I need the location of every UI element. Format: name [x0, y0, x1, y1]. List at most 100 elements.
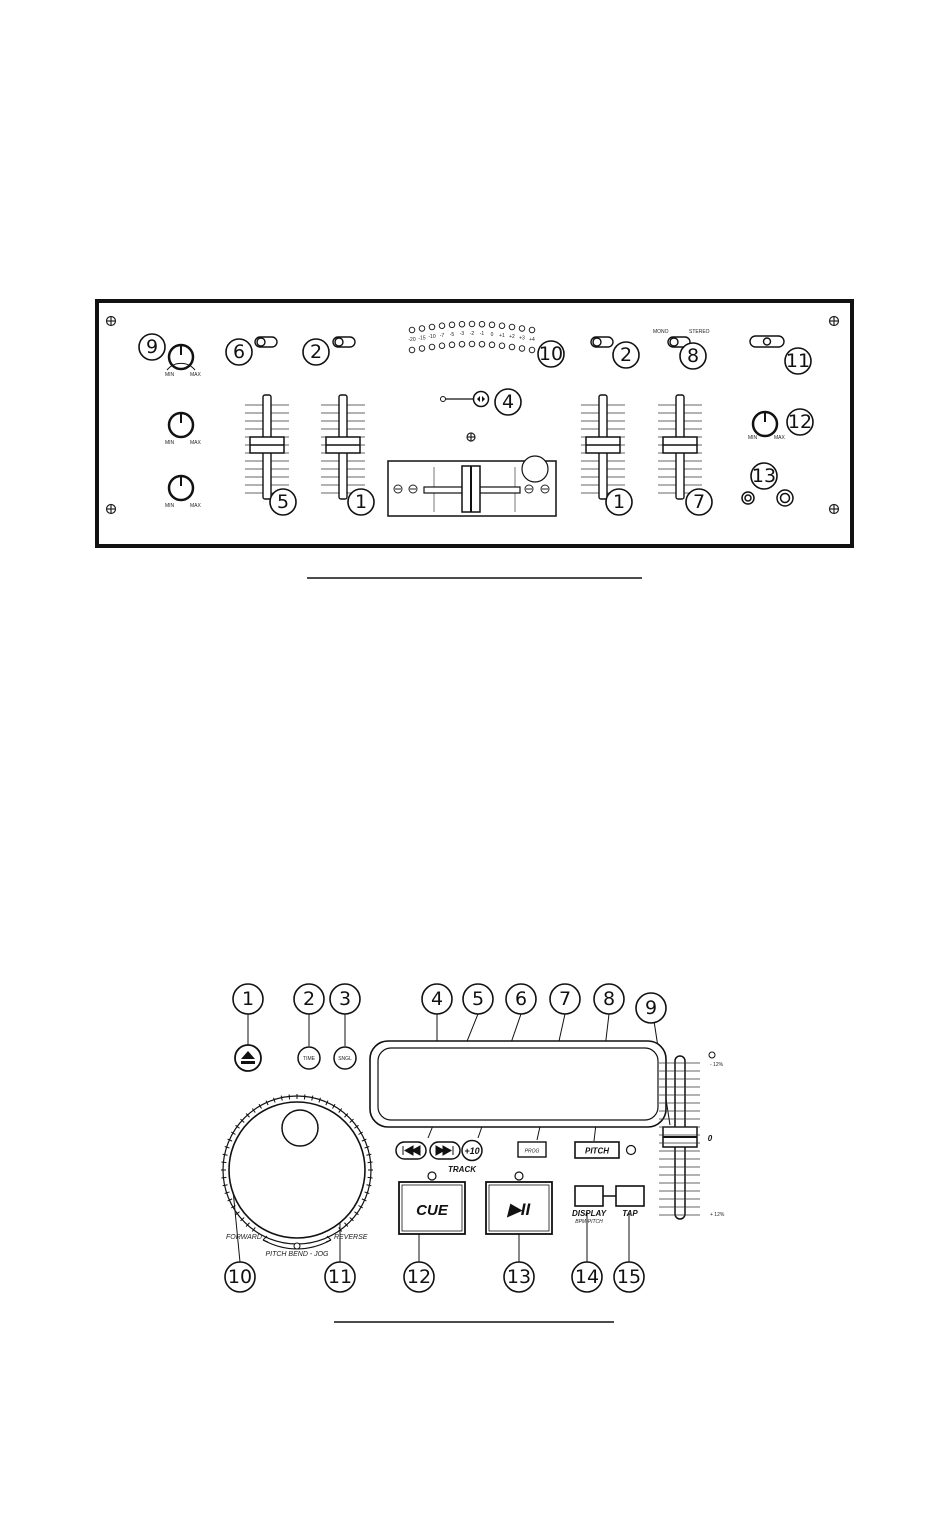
crossfader[interactable] [388, 456, 556, 516]
screw-icon [107, 505, 116, 514]
vu-scale-label: -7 [440, 333, 445, 339]
vu-led [469, 321, 475, 327]
vu-scale-label: +4 [529, 337, 535, 343]
callout-number: 12 [788, 411, 812, 433]
vu-led [439, 343, 445, 349]
mono-label: MONO [653, 329, 669, 335]
plus10-label: +10 [464, 1146, 479, 1156]
pitch-label: PITCH [585, 1147, 609, 1156]
callout-number: 13 [752, 465, 776, 487]
play-led [515, 1172, 523, 1180]
screw-icon [107, 317, 116, 326]
callout-number: 8 [603, 988, 615, 1010]
callout-2: 2 [613, 342, 639, 368]
knob-min-label: MIN [165, 372, 175, 378]
callout-number: 15 [617, 1266, 641, 1288]
vu-scale-label: -2 [470, 331, 475, 337]
callout-5: 5 [463, 984, 493, 1014]
vu-led [499, 323, 505, 329]
vu-led [409, 347, 415, 353]
vu-led [419, 346, 425, 352]
knob-max-label: MAX [190, 503, 202, 509]
single-button[interactable]: SNGL [334, 1047, 356, 1069]
bpm-pitch-label: BPM-PITCH [575, 1219, 603, 1225]
callout-number: 7 [559, 988, 571, 1010]
time-button[interactable]: TIME [298, 1047, 320, 1069]
tap-label: TAP [622, 1209, 638, 1218]
cue-button[interactable]: CUE [399, 1182, 465, 1234]
plus10-button[interactable]: +10 [462, 1141, 482, 1161]
callout-8: 8 [680, 343, 706, 369]
pitch-bottom-label: + 12% [710, 1212, 725, 1218]
skip-forward-button[interactable] [430, 1142, 460, 1159]
vu-led [469, 341, 475, 347]
mic-switch[interactable] [750, 336, 784, 347]
crossfader-start-button[interactable] [522, 456, 548, 482]
vu-led [489, 322, 495, 328]
callout-number: 14 [575, 1266, 599, 1288]
jog-wheel[interactable]: FORWARD REVERSE PITCH BEND - JOG [221, 1094, 373, 1258]
program-label: PROG [525, 1149, 540, 1155]
vu-scale-label: -1 [480, 331, 485, 337]
toggle-switch[interactable] [255, 337, 277, 347]
callout-6: 6 [226, 339, 252, 365]
vu-led [529, 347, 535, 353]
callout-number: 6 [515, 988, 527, 1010]
callout-number: 10 [539, 343, 563, 365]
callout-number: 2 [310, 341, 322, 363]
time-label: TIME [303, 1056, 316, 1062]
callout-number: 5 [472, 988, 484, 1010]
stereo-label: STEREO [689, 329, 710, 335]
screw-icon [467, 433, 475, 441]
callout-number: 2 [303, 988, 315, 1010]
program-button[interactable]: PROG [518, 1142, 546, 1157]
display-button[interactable]: DISPLAY BPM-PITCH [572, 1186, 607, 1225]
vu-led [419, 326, 425, 332]
jog-finger-dimple [282, 1110, 318, 1146]
pitch-zero-label: 0 [708, 1134, 713, 1143]
callout-number: 9 [645, 997, 657, 1019]
callout-9: 9 [139, 334, 165, 360]
vu-led [489, 342, 495, 348]
track-label: TRACK [448, 1165, 477, 1174]
vu-scale-label: -10 [428, 334, 435, 340]
vu-scale-label: -5 [450, 332, 455, 338]
tap-button[interactable]: TAP [616, 1186, 644, 1218]
eject-button[interactable] [235, 1045, 261, 1071]
pitch-button[interactable]: PITCH [575, 1142, 619, 1158]
callout-11: 11 [785, 348, 811, 374]
vu-led [529, 327, 535, 333]
callout-1: 1 [233, 984, 263, 1014]
vu-led [509, 324, 515, 330]
pitch-slider[interactable]: - 12% 0 + 12% [659, 1052, 725, 1219]
callout-7: 7 [686, 489, 712, 515]
knob-min-label: MIN [165, 503, 175, 509]
toggle-switch[interactable] [333, 337, 355, 347]
forward-label: FORWARD [226, 1234, 262, 1241]
callout-10: 10 [538, 341, 564, 367]
callout-12: 12 [787, 409, 813, 435]
play-pause-icon: ▶II [507, 1200, 532, 1219]
player-panel: TIME SNGL FORWARD REVERSE PITCH BEND - J… [221, 984, 725, 1292]
pitch-top-label: - 12% [710, 1062, 724, 1068]
toggle-switch[interactable] [591, 337, 613, 347]
callout-13: 13 [504, 1262, 534, 1292]
knob-min-label: MIN [165, 440, 175, 446]
callout-number: 12 [407, 1266, 431, 1288]
vu-led [499, 343, 505, 349]
callout-number: 7 [693, 491, 705, 513]
callout-number: 11 [328, 1266, 352, 1288]
vu-led [509, 344, 515, 350]
display-label: DISPLAY [572, 1209, 607, 1218]
callout-number: 10 [228, 1266, 252, 1288]
vu-scale-label: +2 [509, 334, 515, 340]
pitch-zero-led [709, 1052, 715, 1058]
vu-led [429, 324, 435, 330]
vu-led [429, 344, 435, 350]
callout-number: 5 [277, 491, 289, 513]
callout-number: 1 [242, 988, 254, 1010]
skip-back-button[interactable] [396, 1142, 426, 1159]
callout-2: 2 [303, 339, 329, 365]
play-pause-button[interactable]: ▶II [486, 1182, 552, 1234]
